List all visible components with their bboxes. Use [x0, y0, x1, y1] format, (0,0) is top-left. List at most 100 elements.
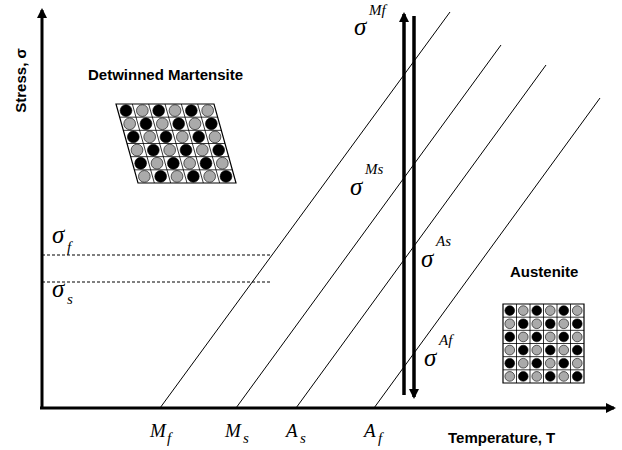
- martensite-atom: [164, 144, 176, 156]
- martensite-atom: [205, 118, 217, 130]
- austenite-atom: [545, 372, 555, 382]
- austenite-atom: [518, 306, 528, 316]
- martensite-atom: [155, 171, 167, 183]
- martensite-atom: [184, 157, 196, 169]
- austenite-outline: [503, 304, 584, 383]
- martensite-atom: [144, 131, 156, 143]
- austenite-atom: [572, 372, 582, 382]
- austenite-atom: [505, 319, 515, 329]
- martensite-atom: [151, 157, 163, 169]
- austenite-atom: [545, 319, 555, 329]
- stress-symbol: σ: [350, 174, 362, 199]
- martensite-atom: [202, 105, 214, 117]
- stress-superscript: Mf: [369, 3, 386, 18]
- axis-title: Temperature, T: [448, 430, 555, 445]
- austenite-atom: [518, 345, 528, 355]
- martensite-atom: [196, 144, 208, 156]
- sigma-s-level: [42, 281, 270, 282]
- stress-symbol: σ: [424, 345, 436, 370]
- austenite-atom: [559, 372, 569, 382]
- loading-arrow: [402, 14, 406, 395]
- martensite-atom: [176, 131, 188, 143]
- austenite-atom: [532, 372, 542, 382]
- austenite-atom: [518, 358, 528, 368]
- phase-label: Austenite: [510, 264, 578, 279]
- martensite-atom: [124, 118, 136, 130]
- austenite-gridline: [570, 304, 571, 383]
- austenite-lattice: [503, 304, 584, 383]
- austenite-atom: [532, 306, 542, 316]
- temperature-tick: M: [225, 421, 241, 440]
- austenite-atom: [572, 332, 582, 342]
- austenite-atom: [559, 332, 569, 342]
- af-line: [374, 98, 600, 408]
- tick-subscript: s: [300, 431, 306, 446]
- martensite-atom: [160, 131, 172, 143]
- stress-symbol: σ: [421, 246, 433, 271]
- austenite-atom: [518, 372, 528, 382]
- martensite-atom: [187, 171, 199, 183]
- temperature-tick: M: [150, 421, 166, 440]
- martensite-gridline: [181, 104, 203, 183]
- stress-superscript: As: [436, 234, 451, 249]
- martensite-atom: [189, 118, 201, 130]
- austenite-atom: [532, 332, 542, 342]
- martensite-atom: [167, 157, 179, 169]
- martensite-atom: [171, 171, 183, 183]
- martensite-lattice: [116, 104, 236, 183]
- martensite-atom: [156, 118, 168, 130]
- austenite-atom: [505, 358, 515, 368]
- austenite-atom: [572, 345, 582, 355]
- austenite-atom: [545, 358, 555, 368]
- austenite-atom: [559, 319, 569, 329]
- martensite-atom: [140, 118, 152, 130]
- stress-axis: [41, 10, 44, 408]
- martensite-atom: [209, 131, 221, 143]
- austenite-atom: [505, 306, 515, 316]
- austenite-atom: [505, 372, 515, 382]
- stress-subscript: f: [67, 240, 71, 255]
- martensite-atom: [138, 171, 150, 183]
- martensite-gridline: [131, 156, 229, 157]
- austenite-atom: [532, 358, 542, 368]
- austenite-atom: [532, 319, 542, 329]
- martensite-atom: [180, 144, 192, 156]
- martensite-atom: [173, 118, 185, 130]
- martensite-atom: [185, 105, 197, 117]
- stress-subscript: s: [67, 292, 73, 307]
- temperature-tick: A: [286, 421, 298, 440]
- austenite-atom: [572, 319, 582, 329]
- martensite-atom: [204, 171, 216, 183]
- martensite-atom: [193, 131, 205, 143]
- martensite-atom: [220, 171, 232, 183]
- ms-line: [236, 45, 501, 408]
- austenite-atom: [518, 332, 528, 342]
- austenite-gridline: [503, 356, 584, 357]
- austenite-atom: [545, 306, 555, 316]
- martensite-atom: [136, 105, 148, 117]
- austenite-atom: [518, 319, 528, 329]
- martensite-gridline: [127, 143, 225, 144]
- tick-subscript: s: [243, 431, 249, 446]
- austenite-atom: [505, 332, 515, 342]
- martensite-atom: [216, 157, 228, 169]
- austenite-atom: [559, 358, 569, 368]
- austenite-atom: [572, 358, 582, 368]
- tick-subscript: f: [167, 431, 171, 446]
- martensite-atom: [153, 105, 165, 117]
- austenite-atom: [545, 345, 555, 355]
- martensite-outline: [116, 104, 236, 183]
- stress-symbol: σ: [52, 222, 64, 247]
- martensite-gridline: [134, 169, 232, 170]
- austenite-gridline: [557, 304, 558, 383]
- martensite-atom: [147, 144, 159, 156]
- temperature-axis: [40, 407, 614, 410]
- martensite-atom: [200, 157, 212, 169]
- martensite-atom: [135, 157, 147, 169]
- martensite-atom: [169, 105, 181, 117]
- phase-label: Detwinned Martensite: [88, 67, 243, 82]
- stress-superscript: Ms: [365, 162, 383, 177]
- martensite-atom: [213, 144, 225, 156]
- austenite-atom: [532, 345, 542, 355]
- austenite-atom: [559, 306, 569, 316]
